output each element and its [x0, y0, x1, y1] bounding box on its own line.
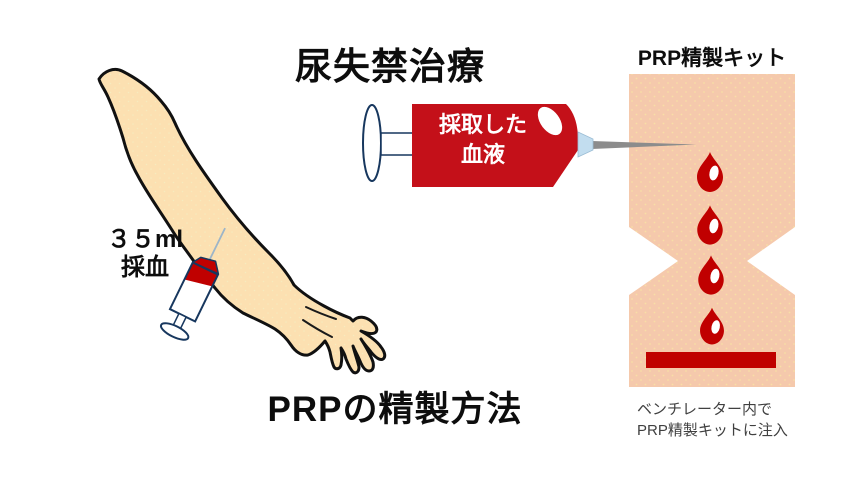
page-title: 尿失禁治療 — [295, 46, 485, 87]
needle-hub — [577, 131, 594, 158]
plunger-base — [159, 322, 190, 341]
blood-fill — [184, 262, 218, 287]
collected-blood-label: 採取した 血液 — [412, 110, 554, 170]
page-subtitle: PRPの精製方法 — [267, 390, 523, 429]
kit-caption: ベンチレーター内で PRP精製キットに注入 — [637, 399, 788, 441]
arm-outline — [97, 67, 387, 375]
palm-crease-lines — [302, 306, 337, 338]
blood-draw-syringe-icon — [159, 227, 226, 341]
prp-kit-hourglass-shape — [629, 74, 795, 387]
prp-kit-label: PRP精製キット — [637, 47, 787, 70]
needle-icon — [207, 227, 226, 263]
plunger-rod — [380, 132, 414, 156]
glass-highlight — [537, 106, 563, 136]
collected-blood-line1: 採取した — [438, 112, 527, 137]
blood-pool-bar — [646, 352, 776, 368]
blood-collection-amount: ３５ml — [106, 226, 183, 253]
syringe-body — [412, 104, 578, 187]
collected-blood-line2: 血液 — [460, 142, 505, 167]
blood-filled-syringe-icon — [362, 104, 696, 187]
arm-with-hand-illustration — [97, 67, 387, 375]
kit-caption-line1: ベンチレーター内で — [637, 401, 773, 418]
blood-collection-label: ３５ml 採血 — [90, 226, 200, 282]
plunger-disc — [362, 104, 382, 182]
needle-icon — [592, 141, 696, 149]
blood-collection-text: 採血 — [121, 254, 169, 281]
kit-caption-line2: PRP精製キットに注入 — [637, 422, 788, 439]
